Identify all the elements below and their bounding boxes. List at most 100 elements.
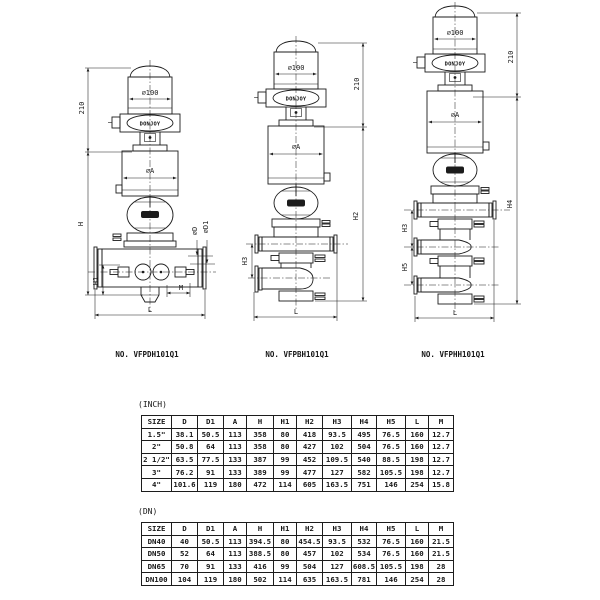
table-cell: DN65: [141, 559, 172, 574]
table-cell: 113: [223, 547, 247, 561]
table-cell: 76.5: [376, 547, 406, 561]
table-cell: 101.6: [171, 477, 198, 492]
table-cell: 133: [223, 559, 247, 574]
table-cell: 12.7: [428, 440, 454, 454]
table-header-cell: H5: [376, 415, 406, 429]
table-cell: 254: [405, 477, 429, 492]
table-cell: 504: [296, 559, 323, 574]
table-cell: 102: [322, 547, 352, 561]
table-cell: 114: [273, 572, 297, 586]
brand-logo: DONJOY: [445, 62, 466, 68]
table-cell: 76.5: [376, 427, 406, 442]
table-cell: 394.5: [246, 534, 274, 549]
dim-label-l: L: [453, 309, 457, 317]
table-cell: 99: [273, 465, 297, 479]
table-cell: 50.5: [197, 427, 224, 442]
table-cell: 2": [141, 440, 172, 454]
table-cell: 635: [296, 572, 323, 586]
table-cell: 605: [296, 477, 323, 492]
table-cell: 358: [246, 440, 274, 454]
table-cell: 119: [197, 477, 224, 492]
table-header-cell: H2: [296, 522, 323, 536]
table-header-cell: A: [223, 522, 247, 536]
table-header-cell: L: [405, 415, 429, 429]
table-cell: 133: [223, 452, 247, 467]
table-cell: 88.5: [376, 452, 406, 467]
table-cell: 40: [171, 534, 198, 549]
table-cell: 3": [141, 465, 172, 479]
table-cell: 781: [351, 572, 377, 586]
table-cell: 133: [223, 465, 247, 479]
table-cell: 457: [296, 547, 323, 561]
table-cell: 28: [428, 572, 454, 586]
table-cell: 80: [273, 440, 297, 454]
valve-drawing-two-level: ∅100 DONJOY ∅A: [241, 36, 367, 321]
model-number-three-level: NO. VFPHH101Q1: [421, 350, 485, 359]
table-header-cell: H3: [322, 415, 352, 429]
table-cell: 63.5: [171, 452, 198, 467]
table-cell: 50.8: [171, 440, 198, 454]
table-cell: 477: [296, 465, 323, 479]
table-cell: 418: [296, 427, 323, 442]
table-cell: 91: [197, 559, 224, 574]
dim-label-h5: H5: [401, 263, 409, 271]
table-cell: DN50: [141, 547, 172, 561]
dim-label-phiA: ∅A: [146, 167, 155, 175]
table-header-cell: H: [246, 415, 274, 429]
table-cell: 76.2: [171, 465, 198, 479]
dim-label-l: L: [294, 308, 298, 316]
table-header-cell: H2: [296, 415, 323, 429]
table-cell: 104: [171, 572, 198, 586]
table-header-cell: SIZE: [141, 522, 172, 536]
model-number-divert: NO. VFPDH101Q1: [115, 350, 179, 359]
table-cell: 77.5: [197, 452, 224, 467]
dim-label-phiD: ∅D: [191, 227, 199, 235]
dim-label-phiD1: ∅D1: [202, 221, 210, 234]
table-header-cell: D: [171, 415, 198, 429]
table-cell: 146: [376, 572, 406, 586]
table-cell: 91: [197, 465, 224, 479]
table-cell: 180: [223, 572, 247, 586]
table-cell: 64: [197, 440, 224, 454]
table-header-cell: SIZE: [141, 415, 172, 429]
table-cell: 114: [273, 477, 297, 492]
table-cell: 388.5: [246, 547, 274, 561]
table-cell: 12.7: [428, 427, 454, 442]
table-cell: 113: [223, 534, 247, 549]
table-cell: 1.5": [141, 427, 172, 442]
dim-label-phi100: ∅100: [288, 64, 305, 72]
valve-drawing-three-level: ∅100 DONJOY ∅A: [401, 2, 521, 322]
table-cell: 99: [273, 452, 297, 467]
dim-label-h2: H2: [352, 212, 360, 220]
dim-label-h3: H3: [401, 224, 409, 232]
table-cell: 105.5: [376, 465, 406, 479]
table-cell: 12.7: [428, 465, 454, 479]
dim-label-h3: H3: [241, 257, 249, 265]
table-cell: 70: [171, 559, 198, 574]
table-cell: 38.1: [171, 427, 198, 442]
table-cell: 495: [351, 427, 377, 442]
table-header-cell: D1: [197, 415, 224, 429]
table-header-cell: M: [428, 522, 454, 536]
table-cell: 608.5: [351, 559, 377, 574]
table-header-cell: A: [223, 415, 247, 429]
dim-label-phiA: ∅A: [292, 143, 301, 151]
table-cell: 105.5: [376, 559, 406, 574]
table-cell: 12.7: [428, 452, 454, 467]
table-cell: 15.8: [428, 477, 454, 492]
dim-label-h4: H4: [506, 200, 514, 208]
table-cell: 50.5: [197, 534, 224, 549]
table-header-cell: L: [405, 522, 429, 536]
valve-drawing-divert: ∅100 DONJOY ∅A: [77, 60, 216, 319]
table-cell: 427: [296, 440, 323, 454]
